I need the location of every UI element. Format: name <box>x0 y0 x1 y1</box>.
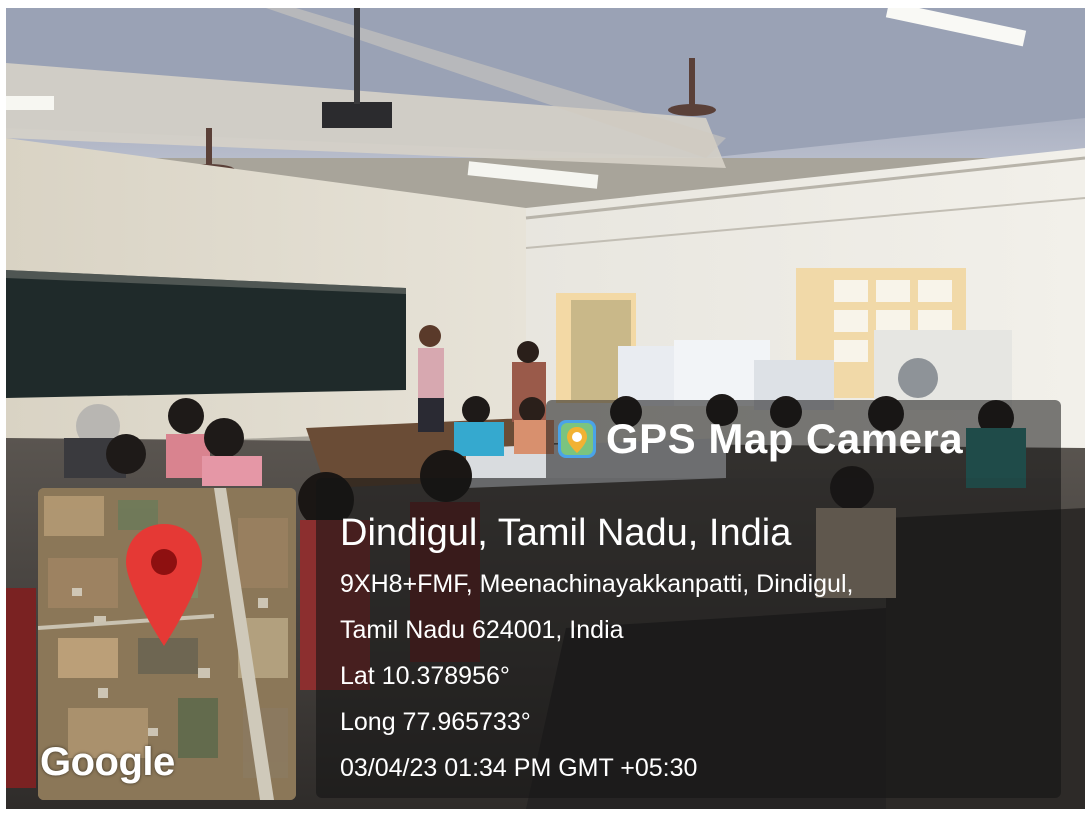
map-pin-icon <box>124 522 204 653</box>
address-line-2: Tamil Nadu 624001, India <box>340 616 624 644</box>
gps-info-panel: Dindigul, Tamil Nadu, India 9XH8+FMF, Me… <box>316 478 1061 798</box>
longitude-readout: Long 77.965733° <box>340 708 531 736</box>
gps-map-camera-icon <box>556 418 598 460</box>
latitude-readout: Lat 10.378956° <box>340 662 510 690</box>
google-label: Google <box>40 740 175 784</box>
map-thumbnail: Google <box>38 488 296 800</box>
gps-brand-header: GPS Map Camera <box>546 400 1061 478</box>
location-title: Dindigul, Tamil Nadu, India <box>340 512 792 554</box>
photo-frame: Google GPS Map Camera Dindigul, Tamil Na… <box>6 8 1085 809</box>
gps-brand-title: GPS Map Camera <box>606 415 964 462</box>
datetime-stamp: 03/04/23 01:34 PM GMT +05:30 <box>340 754 698 782</box>
satellite-map-image <box>38 488 296 800</box>
address-line-1: 9XH8+FMF, Meenachinayakkanpatti, Dindigu… <box>340 570 854 598</box>
